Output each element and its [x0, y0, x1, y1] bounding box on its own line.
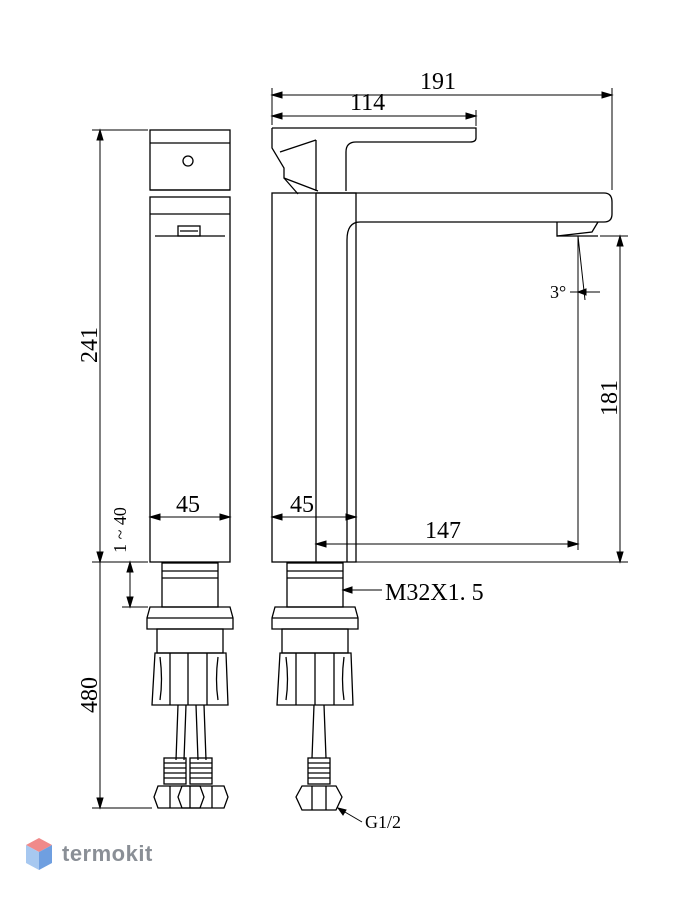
cube-logo-icon: [26, 838, 52, 870]
front-view: [146, 129, 234, 809]
connection-callout: G1/2: [365, 812, 401, 832]
dim-241: 241: [77, 327, 103, 363]
dim-480: 480: [77, 677, 103, 713]
side-view: [271, 127, 613, 811]
dim-147: 147: [425, 518, 461, 544]
brand-watermark: termokit: [24, 836, 153, 872]
brand-name: termokit: [62, 841, 153, 866]
dim-angle: 3°: [550, 282, 566, 302]
dimension-lines: [92, 88, 628, 823]
dim-191: 191: [420, 69, 456, 95]
dim-114: 114: [350, 90, 385, 116]
dim-45-side: 45: [290, 492, 314, 518]
dim-181: 181: [597, 380, 623, 416]
dim-45-front: 45: [176, 492, 200, 518]
thread-callout: M32X1. 5: [385, 580, 484, 606]
dim-1-40: 1 ~ 40: [110, 507, 130, 553]
